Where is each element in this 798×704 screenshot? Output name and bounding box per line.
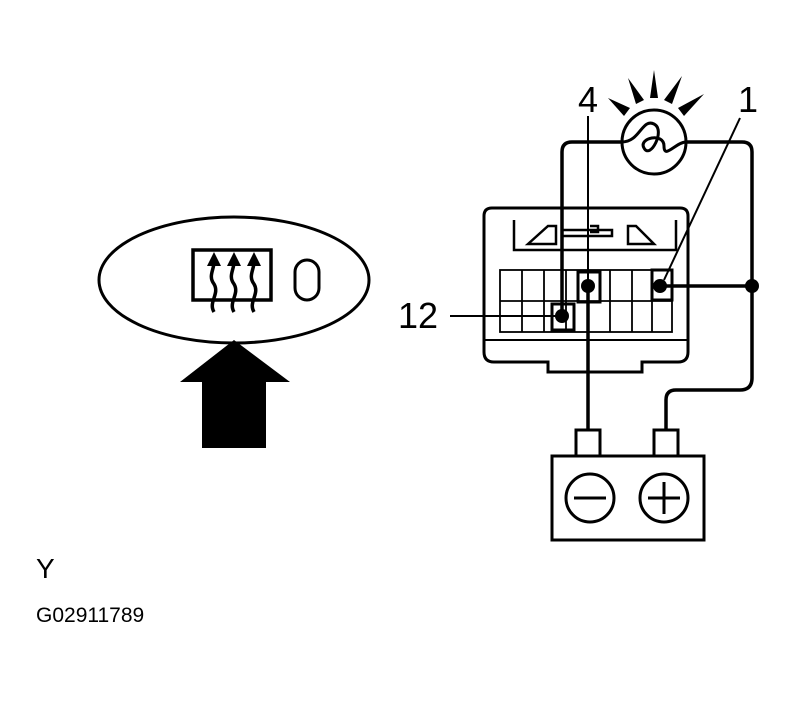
pin-1-dot (653, 279, 667, 293)
figure-code: G02911789 (36, 604, 144, 627)
junction-dot (745, 279, 759, 293)
battery-negative-post (574, 428, 602, 458)
pin-1-label: 1 (738, 79, 758, 120)
wire-junction-to-battery-positive (664, 286, 754, 430)
connector-housing (482, 206, 690, 374)
light-rays (608, 70, 704, 116)
switch-bezel-outline (97, 215, 371, 345)
minus-sign-icon (564, 472, 616, 524)
leader-lines (450, 116, 741, 317)
switch-panel (97, 215, 371, 448)
connector-latch (512, 220, 678, 252)
battery-positive-post (652, 428, 680, 458)
light-bulb-icon (608, 70, 704, 176)
view-letter: Y (36, 553, 55, 584)
pin-4-label: 4 (578, 79, 598, 120)
pin-12-dot (555, 309, 569, 323)
wires (560, 140, 754, 430)
pin-12-label: 12 (398, 295, 438, 336)
battery-body (550, 454, 706, 542)
rear-defogger-icon (191, 248, 273, 313)
wire-bulb-to-junction (686, 140, 754, 286)
wire-bulb-to-pin-12 (560, 140, 622, 316)
indicator-lamp-window (293, 258, 321, 302)
pin-4-dot (581, 279, 595, 293)
battery (550, 428, 706, 542)
view-direction-arrow-icon (180, 340, 290, 448)
plus-sign-icon (638, 472, 690, 524)
